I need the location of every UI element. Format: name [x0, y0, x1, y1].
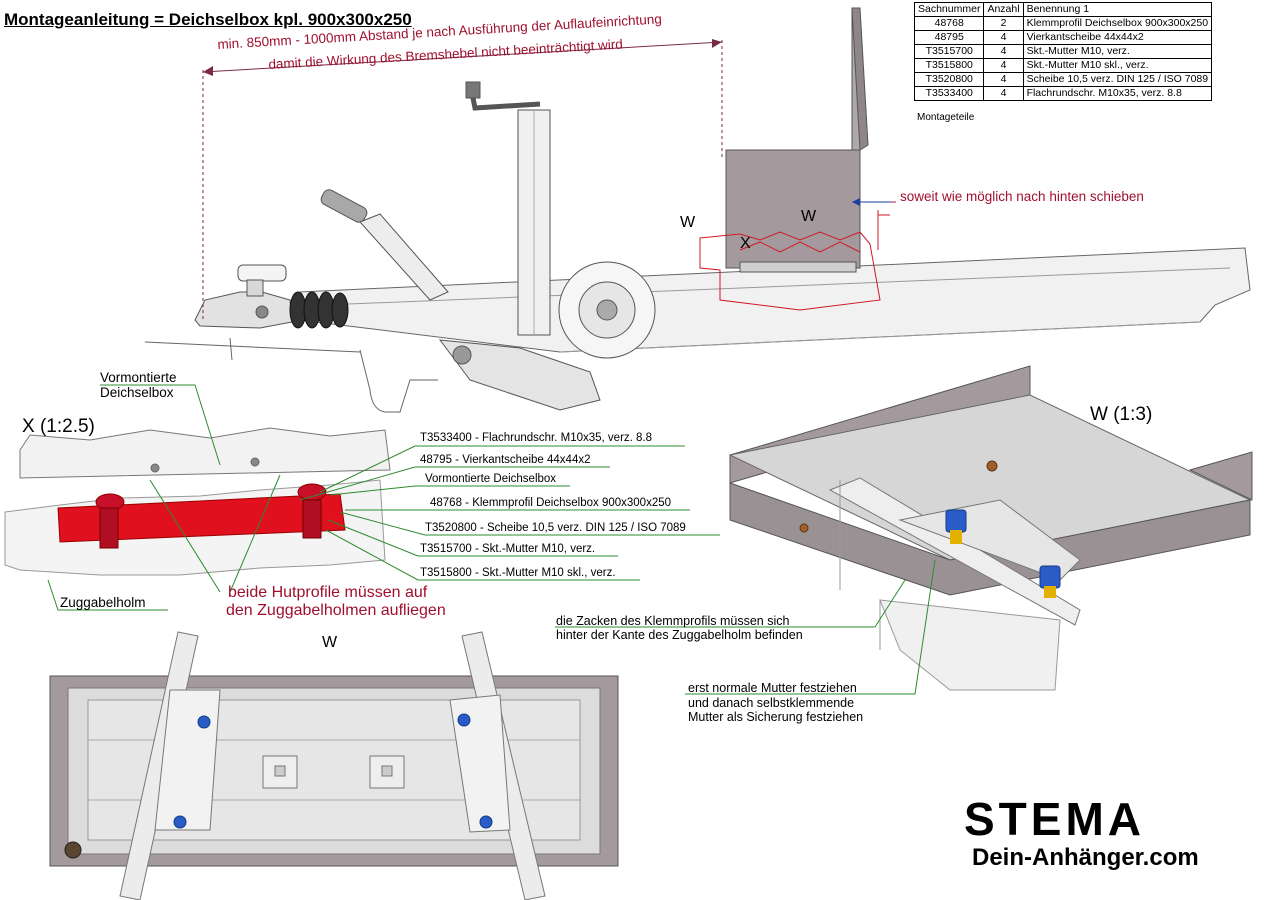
logo-url: Dein-Anhänger.com [972, 844, 1199, 871]
view-w-title: W [322, 634, 338, 651]
cell: Flachrundschr. M10x35, verz. 8.8 [1022, 86, 1213, 101]
vormontierte-label-line1: Vormontierte [100, 370, 177, 385]
hutprofile-note-line2: den Zuggabelholmen aufliegen [226, 602, 446, 619]
detail-x-view [4, 427, 391, 576]
zuggabelholm-label: Zuggabelholm [60, 595, 146, 610]
callout-clamp-profile: 48768 - Klemmprofil Deichselbox 900x300x… [430, 497, 672, 509]
push-back-note: soweit wie möglich nach hinten schieben [900, 189, 1144, 204]
zacken-note-line1: die Zacken des Klemmprofils müssen sich [556, 614, 790, 628]
mutter-note-line3: Mutter als Sicherung festziehen [688, 710, 864, 724]
marker-w-right: W [801, 208, 817, 225]
cell: Skt.-Mutter M10 skl., verz. [1022, 58, 1213, 73]
zacken-note-line2: hinter der Kante des Zuggabelholm befind… [556, 628, 803, 642]
vormontierte-label-line2: Deichselbox [100, 385, 174, 400]
bottom-view-w [49, 631, 619, 900]
callout-washer: T3520800 - Scheibe 10,5 verz. DIN 125 / … [425, 522, 686, 534]
parts-table-caption: Montageteile [917, 112, 975, 123]
nut-blue-icon [1039, 565, 1061, 598]
callout-nut-lock: T3515800 - Skt.-Mutter M10 skl., verz. [420, 567, 616, 579]
leader-lines-x [47, 384, 720, 611]
hutprofile-note-line1: beide Hutprofile müssen auf [228, 584, 428, 601]
logo-wordmark: STEMA [964, 793, 1145, 845]
cell: 4 [983, 86, 1024, 101]
callout-box: Vormontierte Deichselbox [425, 473, 557, 485]
page-title: Montageanleitung = Deichselbox kpl. 900x… [4, 10, 412, 29]
cell: T3533400 [913, 86, 985, 101]
view-w13-title: W (1:3) [1090, 404, 1153, 425]
marker-w-left: W [680, 214, 696, 231]
cell: Scheibe 10,5 verz. DIN 125 / ISO 7089 [1022, 72, 1213, 87]
mutter-note-line1: erst normale Mutter festziehen [688, 681, 857, 695]
parts-table-header: Sachnummer Anzahl Benennung 1 [913, 2, 1213, 17]
callout-square-washer: 48795 - Vierkantscheibe 44x44x2 [420, 454, 591, 466]
header-anzahl: Anzahl [983, 2, 1024, 17]
leader-lines-w [555, 559, 936, 695]
cell: Vierkantscheibe 44x44x2 [1022, 30, 1213, 45]
callout-screw: T3533400 - Flachrundschr. M10x35, verz. … [420, 432, 653, 444]
callout-nut: T3515700 - Skt.-Mutter M10, verz. [420, 543, 596, 555]
marker-x: X [740, 235, 751, 252]
stema-logo: STEMA Dein-Anhänger.com [902, 792, 1242, 876]
view-x-title: X (1:2.5) [22, 416, 95, 437]
nut-blue-icon [945, 509, 967, 544]
mutter-note-line2: und danach selbstklemmende [688, 696, 855, 710]
bellows [289, 291, 349, 329]
toolbox-side [699, 7, 896, 311]
cell: T3515700 [913, 44, 985, 59]
detail-w13-view [728, 365, 1253, 691]
cell: Skt.-Mutter M10, verz. [1022, 44, 1213, 59]
drawbar-side-view [144, 39, 1251, 413]
header-sachnummer: Sachnummer [913, 2, 985, 17]
cell: T3520800 [913, 72, 985, 87]
cell: 48795 [913, 30, 985, 45]
